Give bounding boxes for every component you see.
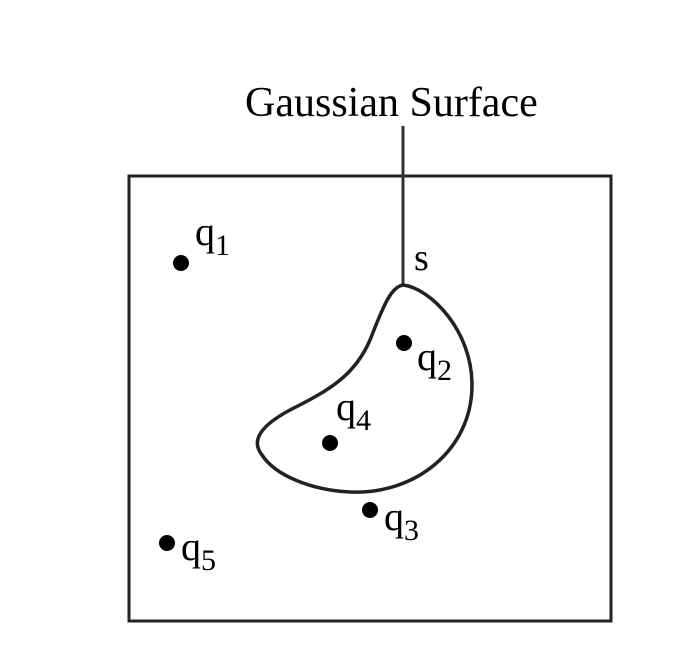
charge-q5: q5 [159, 524, 216, 577]
charge-q3: q3 [362, 494, 419, 547]
region-box [127, 174, 613, 623]
charge-q2: q2 [396, 334, 452, 387]
charge-dot [322, 435, 338, 451]
charge-dot [362, 502, 378, 518]
svg-text:q3: q3 [384, 494, 419, 547]
svg-text:q1: q1 [195, 209, 230, 262]
svg-text:q2: q2 [417, 334, 452, 387]
gaussian-surface-curve [255, 283, 474, 494]
gaussian-surface-title: Gaussian Surface [245, 80, 538, 126]
svg-text:q5: q5 [181, 524, 216, 577]
charge-dot [159, 535, 175, 551]
charge-q4: q4 [322, 384, 371, 451]
charge-dot [173, 255, 189, 271]
surface-label: s [414, 237, 429, 279]
charge-q1: q1 [173, 209, 230, 271]
charge-dot [396, 335, 412, 351]
svg-text:q4: q4 [336, 384, 371, 437]
